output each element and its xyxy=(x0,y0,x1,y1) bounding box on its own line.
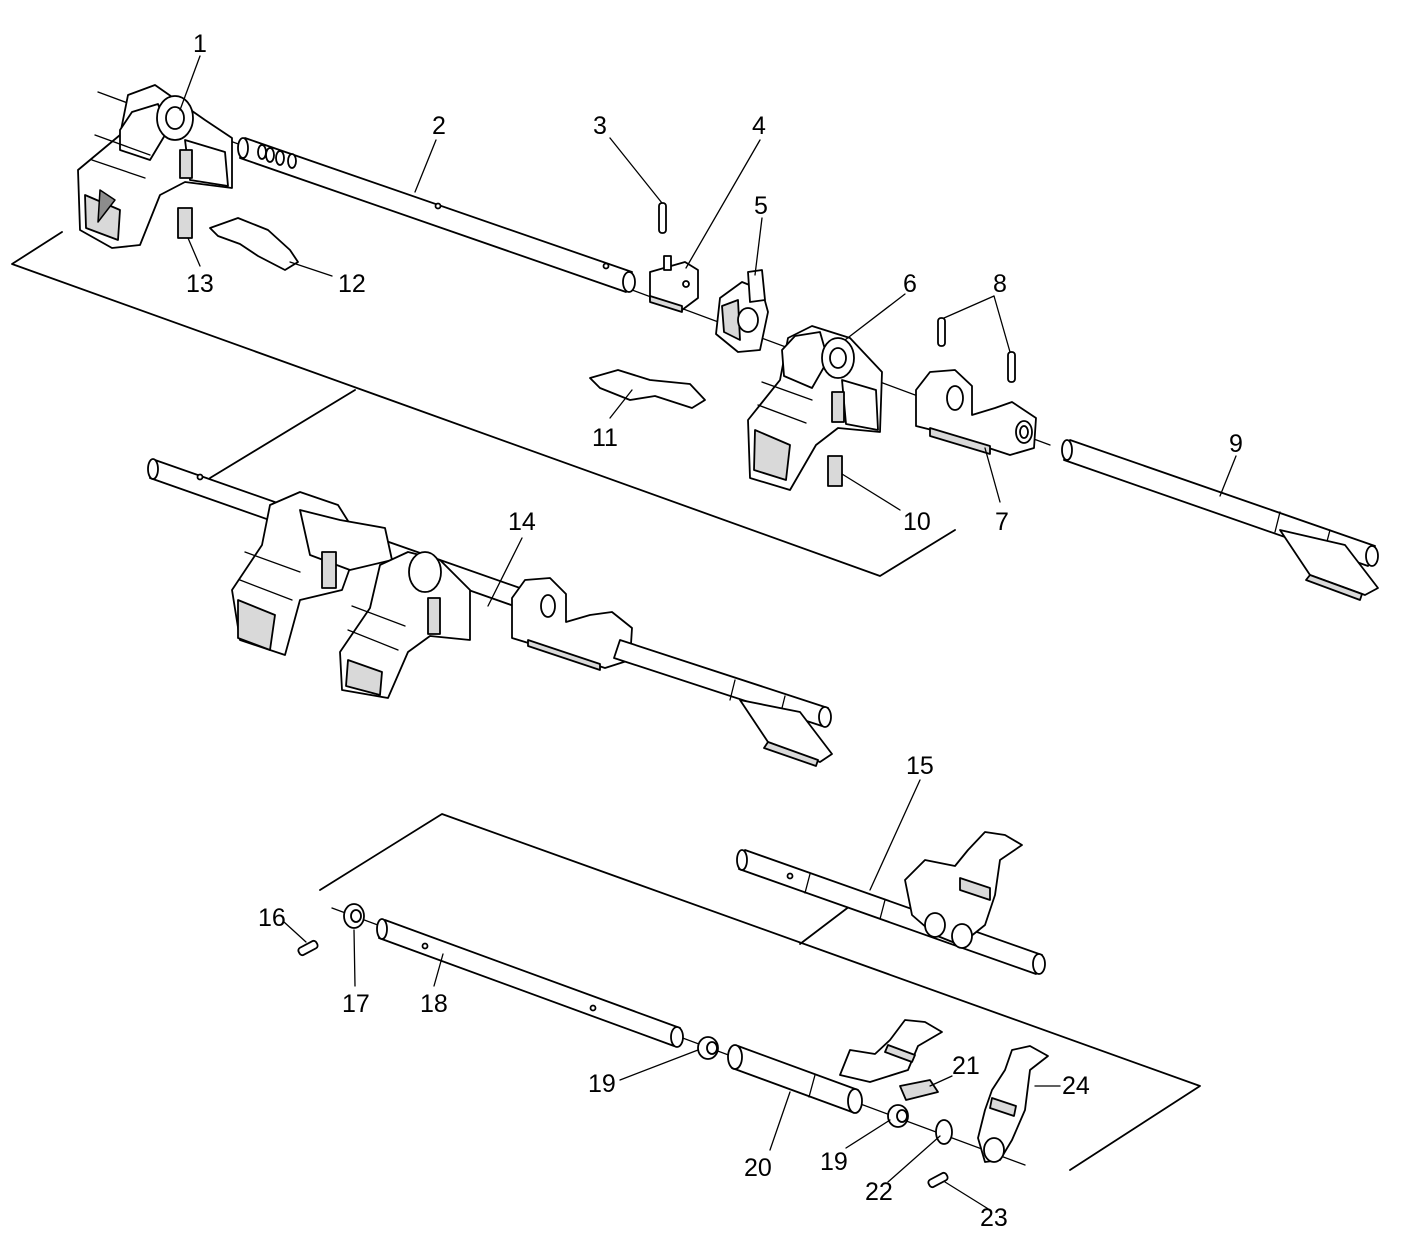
bushing-17 xyxy=(343,903,365,929)
callout-20: 20 xyxy=(744,1154,772,1182)
interlock-plate-11 xyxy=(589,369,706,409)
callout-2: 2 xyxy=(432,112,446,140)
callout-14: 14 xyxy=(508,508,536,536)
roll-pin-3 xyxy=(658,202,667,234)
shift-lever-24 xyxy=(977,1045,1049,1163)
lower-exploded-assembly xyxy=(297,813,1201,1189)
callout-3: 3 xyxy=(593,112,607,140)
shift-fork-1 xyxy=(77,84,233,249)
callout-10: 10 xyxy=(903,508,931,536)
shift-shaft-18 xyxy=(376,918,684,1048)
shift-fork-6 xyxy=(747,325,883,491)
callout-5: 5 xyxy=(754,192,768,220)
shift-lug-4 xyxy=(649,255,699,313)
callout-18: 18 xyxy=(420,990,448,1018)
callout-13: 13 xyxy=(186,270,214,298)
shift-rail-9 xyxy=(1061,439,1379,601)
callout-24: 24 xyxy=(1062,1072,1090,1100)
callout-7: 7 xyxy=(995,508,1009,536)
upper-exploded-assembly xyxy=(11,84,1379,601)
callout-11: 11 xyxy=(592,424,618,452)
callout-21: 21 xyxy=(952,1052,980,1080)
bushing-19a xyxy=(697,1036,719,1060)
lower-bracket-leader xyxy=(799,905,851,945)
shift-block-21 xyxy=(899,1079,939,1101)
detent-block-13 xyxy=(177,207,193,239)
assembled-shift-rail-15 xyxy=(736,831,1046,975)
shift-sleeve-20 xyxy=(727,1019,943,1114)
snap-ring-22 xyxy=(935,1119,953,1145)
callout-9: 9 xyxy=(1229,430,1243,458)
roll-pin-8a xyxy=(937,317,946,347)
callout-8: 8 xyxy=(993,270,1007,298)
detent-block-10 xyxy=(827,455,843,487)
callout-16: 16 xyxy=(258,904,286,932)
shift-rail-2 xyxy=(237,137,636,293)
callout-6: 6 xyxy=(903,270,917,298)
callout-19a: 19 xyxy=(588,1070,616,1098)
callout-labels: 1 2 3 4 5 6 7 8 9 10 11 12 13 14 15 16 1… xyxy=(186,30,1243,1232)
callout-12: 12 xyxy=(338,270,366,298)
callout-4: 4 xyxy=(752,112,766,140)
bushing-19b xyxy=(887,1104,909,1128)
leader-lines xyxy=(179,55,1237,1211)
callout-23: 23 xyxy=(980,1204,1008,1232)
upper-group-bracket xyxy=(11,231,956,577)
upper-bracket-leader xyxy=(209,389,356,479)
callout-19b: 19 xyxy=(820,1148,848,1176)
interlock-plate-12 xyxy=(209,217,299,271)
callout-15: 15 xyxy=(906,752,934,780)
roll-pin-23 xyxy=(927,1171,949,1189)
roll-pin-8b xyxy=(1007,351,1016,383)
callout-1: 1 xyxy=(193,30,207,58)
assembled-shift-rail-14 xyxy=(147,458,833,767)
shift-block-7 xyxy=(915,369,1037,456)
callout-17: 17 xyxy=(342,990,370,1018)
interlock-cam-5 xyxy=(715,269,769,353)
lower-group-bracket xyxy=(319,813,1201,1171)
callout-22: 22 xyxy=(865,1178,893,1206)
roll-pin-16 xyxy=(297,939,319,957)
